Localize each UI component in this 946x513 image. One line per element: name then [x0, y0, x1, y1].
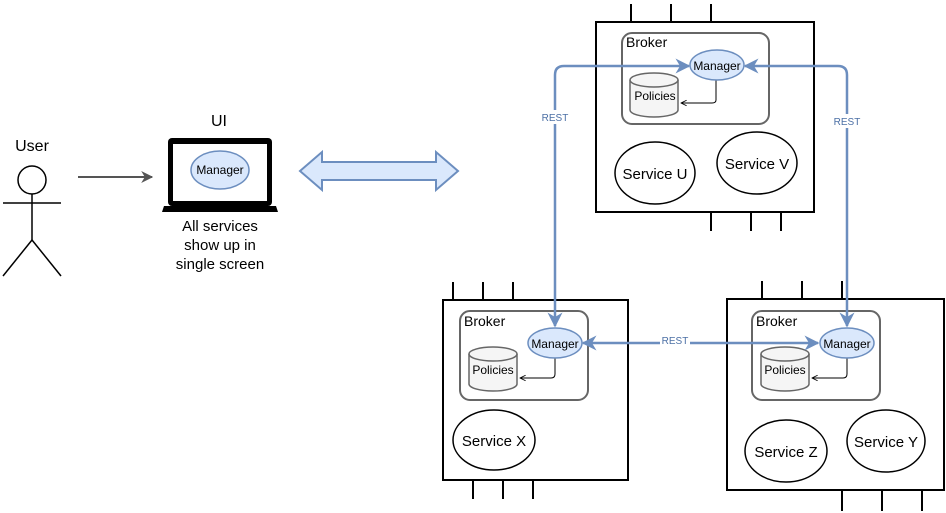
manager-right-label: Manager — [823, 337, 870, 351]
broker-left-label: Broker — [464, 313, 506, 329]
node-right: Broker Policies Manager Service Z Servic… — [726, 281, 945, 511]
broker-top-label: Broker — [626, 34, 668, 50]
manager-right-ellipse — [819, 327, 875, 359]
service-z-label: Service Z — [754, 444, 817, 461]
service-v-label: Service V — [725, 156, 789, 173]
ui-caption-line-2: show up in — [184, 237, 256, 254]
rest-label-bottom: REST — [662, 336, 689, 347]
policies-right-cylinder-icon — [760, 346, 810, 392]
ui-manager-label: Manager — [196, 163, 243, 177]
node-top: Broker Policies Manager Service U Servic… — [595, 4, 815, 231]
service-z-ellipse — [744, 419, 828, 483]
policies-right-label: Policies — [764, 363, 805, 377]
policies-left-label: Policies — [472, 363, 513, 377]
service-y-ellipse — [846, 409, 926, 473]
manager-left-label: Manager — [531, 337, 578, 351]
ui-manager-ellipse — [190, 150, 250, 190]
ui-caption-line-1: All services — [182, 218, 258, 235]
manager-left-to-policies-arrow — [520, 358, 556, 378]
rest-edge-top-left — [547, 58, 691, 328]
manager-top-to-policies-arrow — [681, 76, 717, 103]
node-left: Broker Policies Manager Service X — [442, 282, 629, 499]
ui-to-cluster-double-arrow — [298, 149, 460, 193]
service-x-ellipse — [452, 409, 536, 471]
rest-label-top-right: REST — [834, 117, 861, 128]
rest-connectors — [547, 58, 855, 351]
service-u-label: Service U — [622, 166, 687, 183]
service-x-label: Service X — [462, 433, 526, 450]
user-label: User — [15, 138, 49, 155]
policies-left-cylinder-icon — [468, 346, 518, 392]
broker-right-label: Broker — [756, 313, 798, 329]
manager-top-label: Manager — [693, 59, 740, 73]
ui-title: UI — [211, 113, 227, 130]
user-actor: User — [2, 138, 62, 277]
rest-label-top-left: REST — [542, 113, 569, 124]
policies-top-label: Policies — [634, 89, 675, 103]
ui-laptop: UI Manager All services show up in singl… — [162, 113, 278, 273]
ui-caption-line-3: single screen — [176, 256, 264, 273]
rest-edge-top-right — [743, 58, 855, 328]
service-y-label: Service Y — [854, 434, 918, 451]
node-left-pins — [452, 282, 534, 499]
manager-right-to-policies-arrow — [812, 358, 848, 378]
user-stick-figure-icon — [2, 165, 62, 277]
